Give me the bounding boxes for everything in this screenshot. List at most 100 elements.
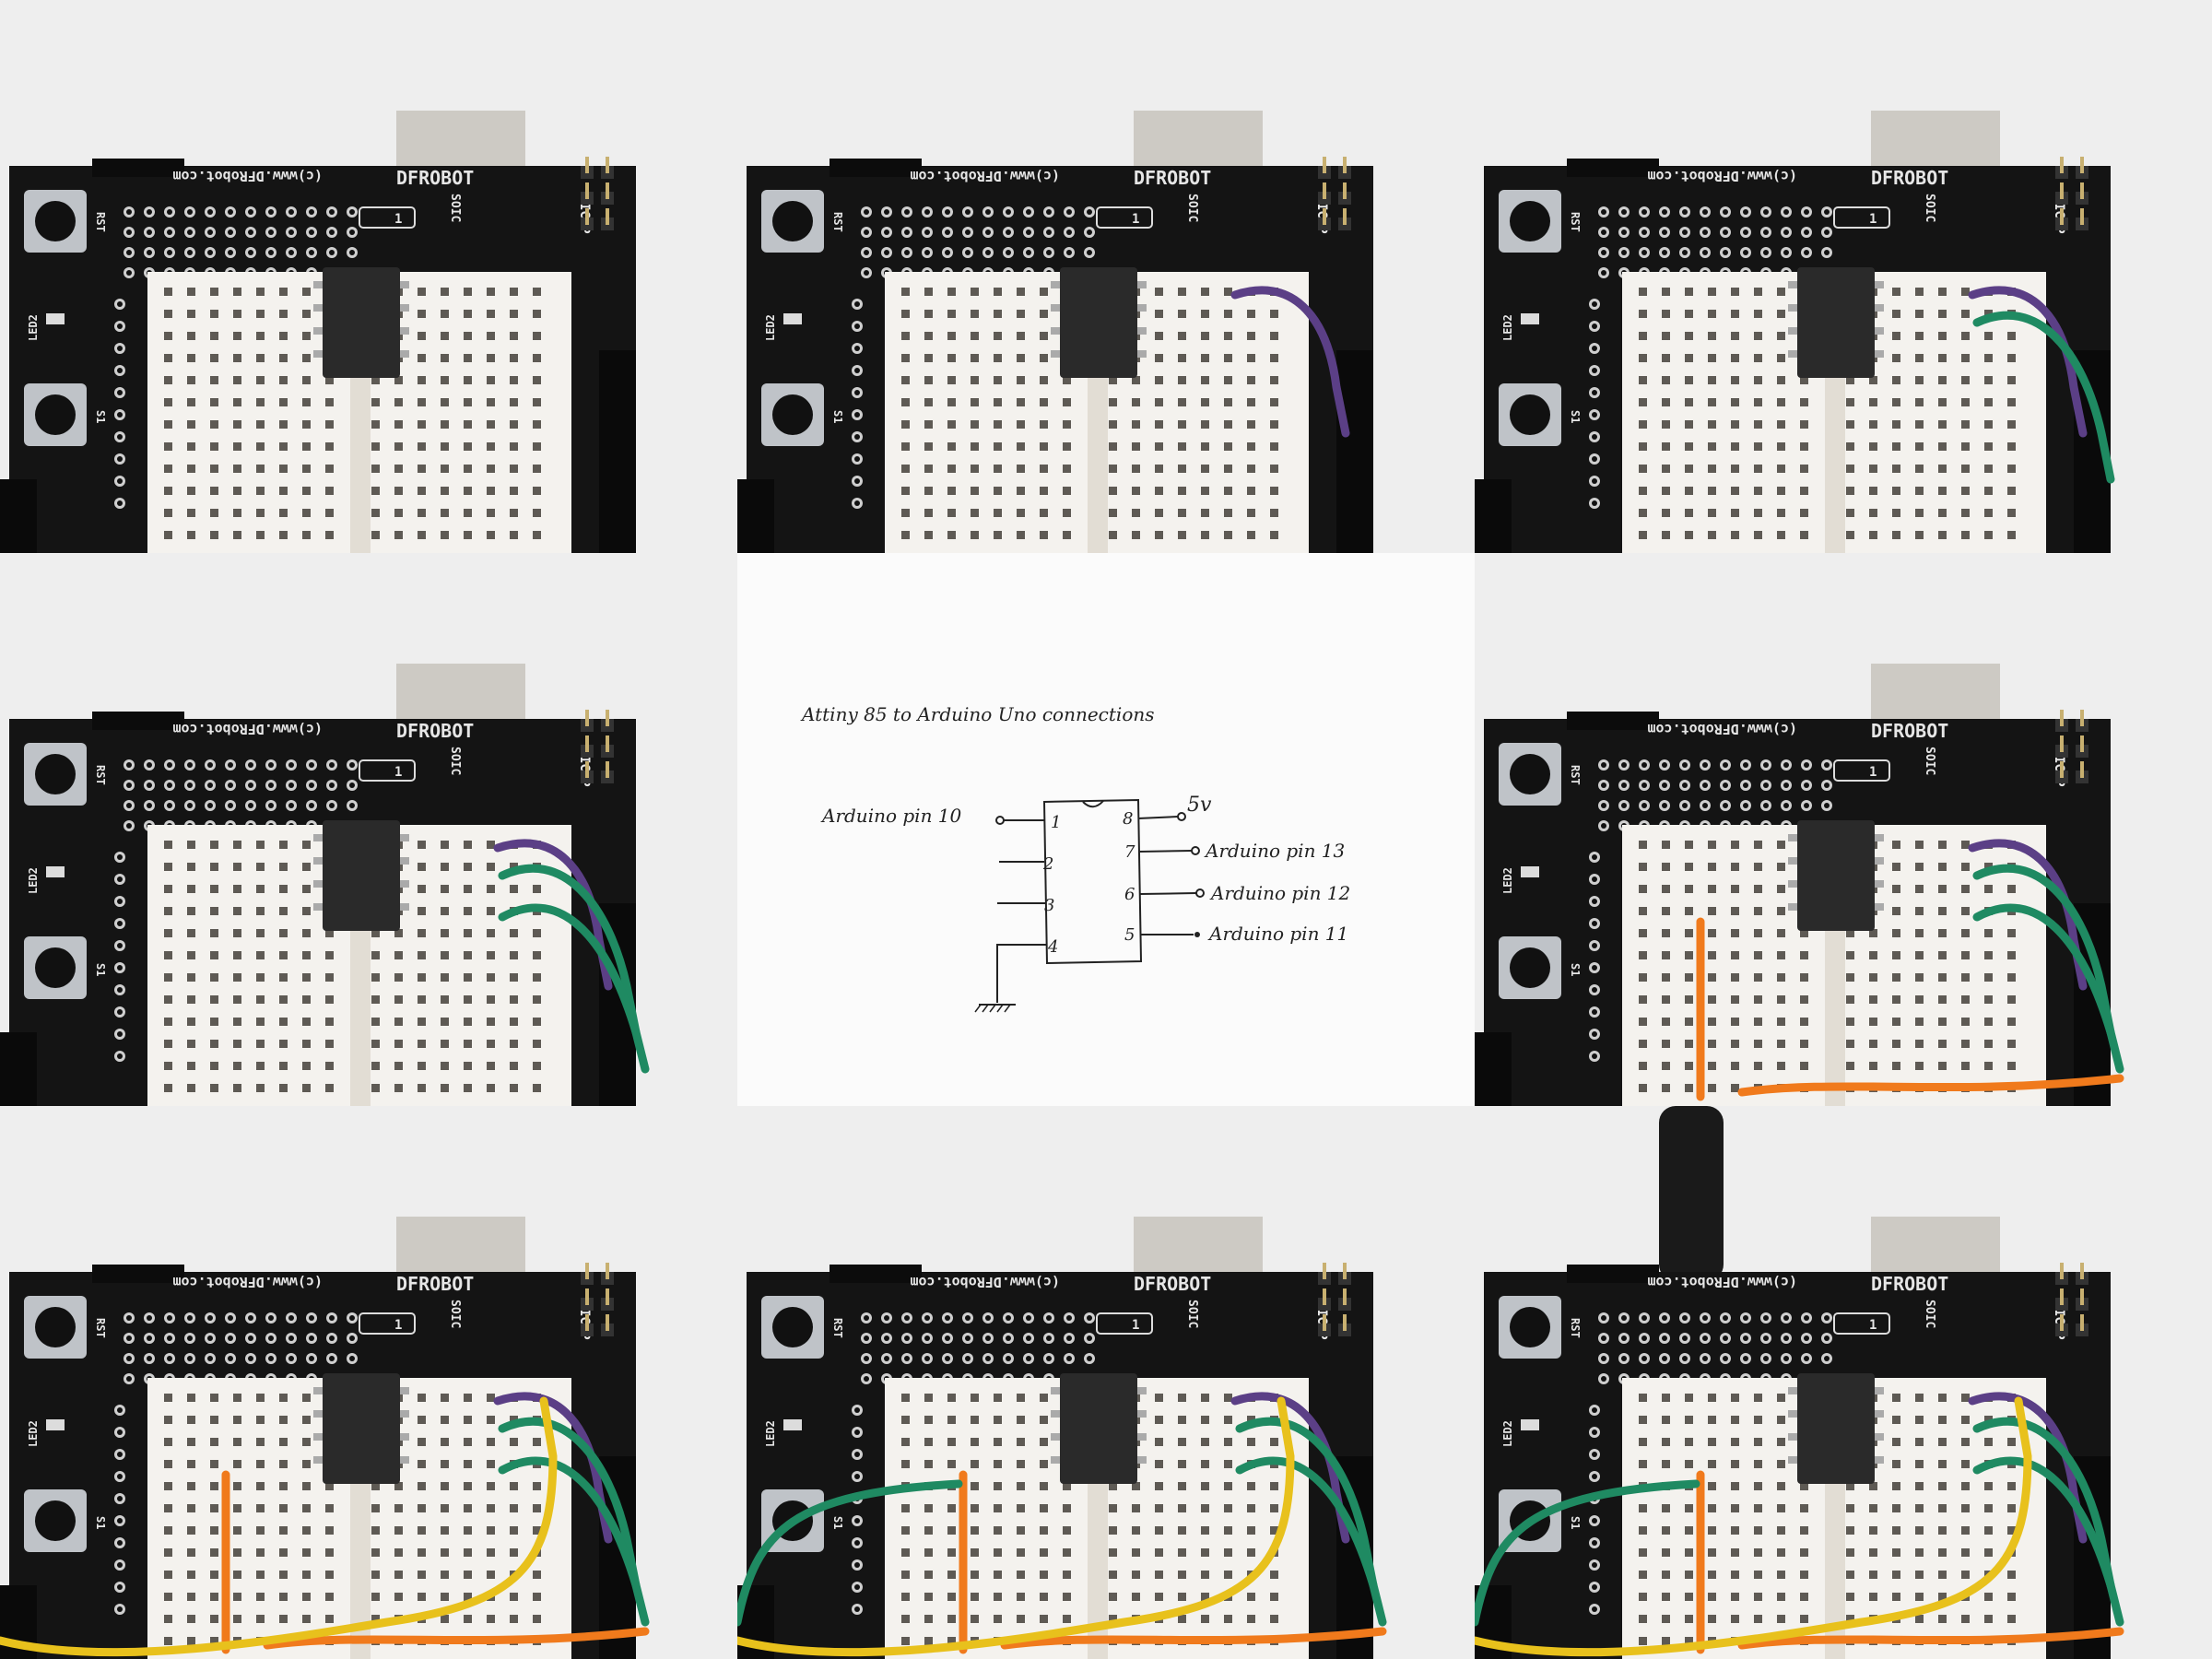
icsp-header xyxy=(2055,710,2088,783)
wire-orange xyxy=(1000,1627,1387,1650)
diagram-title: Attiny 85 to Arduino Uno connections xyxy=(800,703,1155,725)
icsp-header xyxy=(1318,1263,1351,1336)
attiny85-chip xyxy=(313,267,409,378)
attiny85-chip xyxy=(313,1373,409,1484)
pin-6-label: Arduino pin 12 xyxy=(1209,882,1350,904)
digital-header xyxy=(1336,350,1373,553)
photo-step-9: (c)www.DFRobot.comDFROBOTICSPSOICRSTLED2… xyxy=(1475,1106,2212,1659)
pin-6-line xyxy=(1139,892,1197,895)
photo-step-2: (c)www.DFRobot.comDFROBOTICSPSOICRSTLED2… xyxy=(737,0,1475,553)
wire-green xyxy=(737,1479,963,1627)
wire-orange xyxy=(263,1627,650,1650)
photo-step-4: (c)www.DFRobot.comDFROBOTICSPSOICRSTLED2… xyxy=(0,553,737,1106)
push-button-1 xyxy=(1499,1296,1561,1359)
icsp-header xyxy=(581,710,614,783)
soic-label: SOIC xyxy=(448,747,462,775)
usb-connector xyxy=(1871,664,2000,728)
led2-label: LED2 xyxy=(1501,314,1514,341)
pin-6-terminal xyxy=(1195,888,1205,898)
digital-header xyxy=(599,350,636,553)
wire-green xyxy=(1972,864,2115,1037)
jumper-wires xyxy=(1696,839,2124,1101)
wire-yellow xyxy=(1475,1396,2032,1657)
led2-label: LED2 xyxy=(27,867,40,894)
led2 xyxy=(1521,866,1539,877)
push-button-1 xyxy=(24,743,87,806)
icsp-header xyxy=(581,157,614,230)
pin-7-number: 7 xyxy=(1124,842,1135,862)
attiny85-chip xyxy=(313,820,409,931)
brand-logo: DFROBOT xyxy=(1871,1273,1948,1295)
s1-label: S1 xyxy=(1569,410,1582,423)
wire-yellow xyxy=(737,1396,1295,1657)
pin-one-marker: 1 xyxy=(394,1318,402,1333)
push-button-2 xyxy=(24,936,87,999)
s1-label: S1 xyxy=(831,1516,844,1529)
icsp-header xyxy=(581,1263,614,1336)
ic-body xyxy=(1042,798,1143,965)
wire-green xyxy=(498,1417,641,1590)
push-button-1 xyxy=(24,190,87,253)
pin-3-number: 3 xyxy=(1044,896,1054,915)
soic-label: SOIC xyxy=(1923,1300,1936,1328)
push-button-2 xyxy=(24,383,87,446)
s1-label: S1 xyxy=(831,410,844,423)
pin-5-label: Arduino pin 11 xyxy=(1207,923,1348,945)
wire-green xyxy=(1475,1479,1700,1627)
led2 xyxy=(783,313,802,324)
wire-purple xyxy=(1230,286,1350,438)
pin-1-terminal xyxy=(995,816,1005,825)
pin-1-label: Arduino pin 10 xyxy=(820,805,962,827)
pin-6-number: 6 xyxy=(1124,885,1135,904)
rst-label: RST xyxy=(94,1318,107,1338)
wire-green xyxy=(498,1456,650,1627)
wire-orange xyxy=(1737,1627,2124,1650)
brand-logo: DFROBOT xyxy=(1871,167,1948,189)
push-button-1 xyxy=(1499,743,1561,806)
pin-8-label: 5v xyxy=(1187,794,1212,817)
attiny85-chip xyxy=(1051,267,1147,378)
rst-label: RST xyxy=(1569,1318,1582,1338)
s1-label: S1 xyxy=(94,963,107,976)
silkscreen-url: (c)www.DFRobot.com xyxy=(172,168,323,184)
photo-step-3: (c)www.DFRobot.comDFROBOTICSPSOICRSTLED2… xyxy=(1475,0,2212,553)
jumper-wires xyxy=(737,1392,1387,1657)
brand-logo: DFROBOT xyxy=(396,720,474,742)
pin-1-number: 1 xyxy=(1051,813,1061,832)
pin-one-marker: 1 xyxy=(1132,1318,1139,1333)
power-header xyxy=(1475,1032,1512,1106)
wire-green xyxy=(1235,1456,1387,1627)
usb-connector xyxy=(1871,1217,2000,1281)
jumper-wires xyxy=(1475,1392,2124,1657)
attiny85-chip xyxy=(1051,1373,1147,1484)
wiring-diagram: Attiny 85 to Arduino Uno connections xyxy=(737,553,1475,1106)
wire-green xyxy=(1972,903,2124,1074)
wire-green xyxy=(1972,311,2115,484)
usb-connector xyxy=(396,111,525,175)
s1-label: S1 xyxy=(94,1516,107,1529)
attiny85-chip xyxy=(1788,820,1884,931)
brand-logo: DFROBOT xyxy=(1134,167,1211,189)
pin-one-marker: 1 xyxy=(1869,1318,1877,1333)
push-button-2 xyxy=(1499,383,1561,446)
silkscreen-url: (c)www.DFRobot.com xyxy=(1647,168,1797,184)
s1-label: S1 xyxy=(1569,1516,1582,1529)
soic-label: SOIC xyxy=(448,1300,462,1328)
soic-label: SOIC xyxy=(1923,747,1936,775)
usb-connector xyxy=(396,1217,525,1281)
proto-holes xyxy=(114,759,358,1062)
led2 xyxy=(1521,1419,1539,1430)
pin-7-line xyxy=(1138,850,1193,853)
pin-4-number: 4 xyxy=(1047,937,1058,957)
push-button-1 xyxy=(761,1296,824,1359)
wire-green xyxy=(1972,1456,2124,1627)
brand-logo: DFROBOT xyxy=(396,1273,474,1295)
photo-step-1: (c)www.DFRobot.comDFROBOTICSPSOICRSTLED2… xyxy=(0,0,737,553)
rst-label: RST xyxy=(94,765,107,785)
soic-label: SOIC xyxy=(1185,194,1199,222)
brand-logo: DFROBOT xyxy=(396,167,474,189)
usb-connector xyxy=(1871,111,2000,175)
wire-yellow xyxy=(0,1396,558,1657)
jumper-wires xyxy=(1230,286,1350,438)
